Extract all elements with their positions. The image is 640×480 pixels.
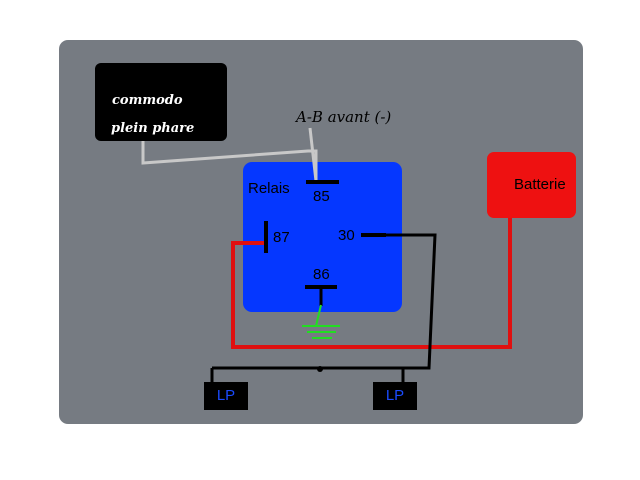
lp-left-box: LP: [204, 382, 248, 410]
plein-phare-label: plein phare: [111, 121, 195, 136]
pin-30-label: 30: [338, 227, 355, 244]
lp-left-label: LP: [216, 387, 236, 404]
ground-stem: [315, 304, 322, 327]
wire-ab-85: [308, 127, 318, 182]
lp-right-box: LP: [373, 382, 417, 410]
wire-junction: [317, 366, 323, 372]
pin-87-label: 87: [273, 229, 290, 246]
pin-85-label: 85: [313, 188, 330, 205]
wire-battery-87: [231, 218, 512, 349]
lp-right-label: LP: [385, 387, 405, 404]
ab-avant-label: A-B avant (-): [296, 108, 392, 126]
battery-box: [487, 152, 576, 218]
batterie-label: Batterie: [514, 176, 566, 193]
wire-30-lp: [386, 233, 437, 370]
commodo-label: commodo: [112, 93, 183, 108]
wire-commodo-85: [141, 141, 318, 181]
pin-86-label: 86: [313, 266, 330, 283]
relais-label: Relais: [248, 180, 290, 197]
commodo-box: commodo plein phare: [95, 63, 227, 141]
